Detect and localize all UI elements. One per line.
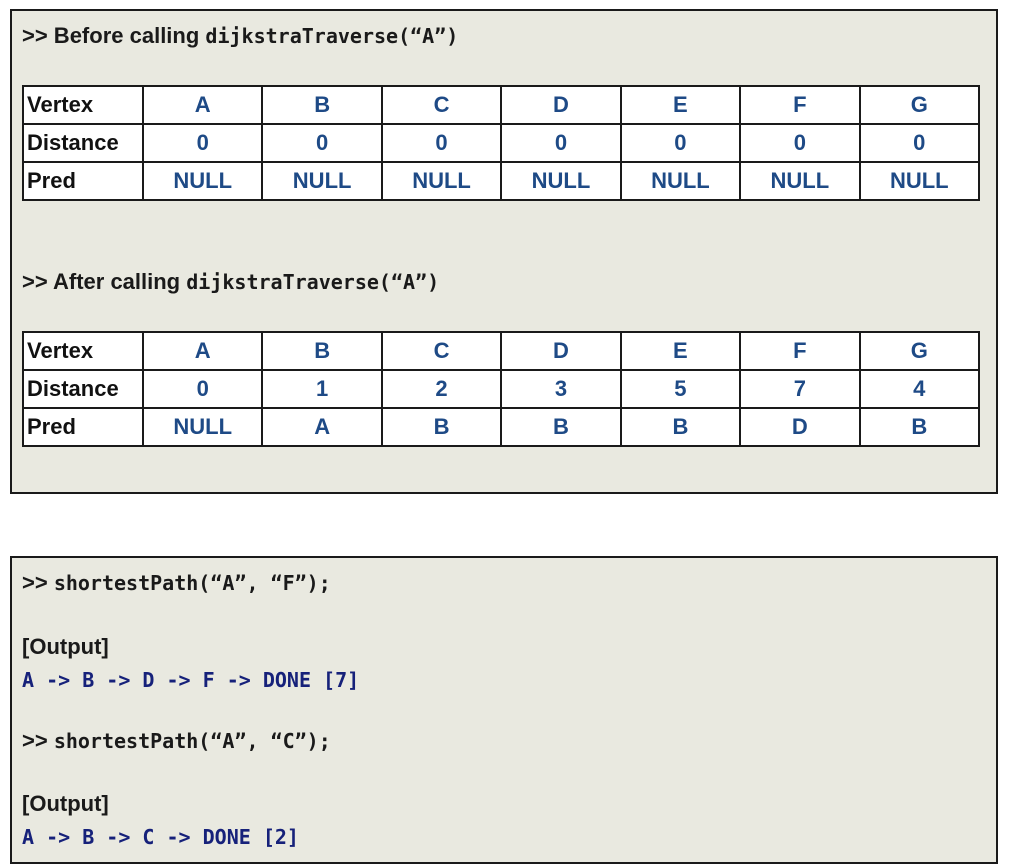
distance-cell: 0 <box>141 123 264 163</box>
pred-cell: B <box>858 407 981 447</box>
call2-line: >> shortestPath(“A”, “C”); <box>22 728 331 754</box>
distance-cell: 5 <box>619 369 742 409</box>
distance-cell: 0 <box>619 123 742 163</box>
vertex-cell: E <box>619 85 742 125</box>
prompt: >> <box>22 728 54 753</box>
row-header: Pred <box>22 161 144 201</box>
vertex-cell: D <box>500 85 622 125</box>
distance-cell: 7 <box>739 369 861 409</box>
distance-cell: 1 <box>261 369 383 409</box>
pred-cell: B <box>500 407 622 447</box>
row-header: Vertex <box>22 331 144 371</box>
vertex-cell: A <box>141 331 264 371</box>
call1-code: shortestPath(“A”, “F”); <box>53 571 331 595</box>
vertex-cell: C <box>380 85 503 125</box>
output-label-2: [Output] <box>22 791 109 816</box>
distance-cell: 3 <box>500 369 622 409</box>
before-call-code: dijkstraTraverse(“A”) <box>205 24 459 48</box>
pred-cell: NULL <box>619 161 742 201</box>
after-table: Vertex A B C D E F G Distance 0 1 2 3 5 … <box>22 331 981 447</box>
distance-cell: 2 <box>380 369 503 409</box>
pred-cell: B <box>380 407 503 447</box>
after-vertex-row: Vertex A B C D E F G <box>22 331 981 371</box>
distance-cell: 0 <box>500 123 622 163</box>
row-header: Pred <box>22 407 144 447</box>
call1-line: >> shortestPath(“A”, “F”); <box>22 570 331 596</box>
pred-cell: NULL <box>500 161 622 201</box>
after-command-line: >> After calling dijkstraTraverse(“A”) <box>22 269 439 295</box>
vertex-cell: A <box>141 85 264 125</box>
pred-cell: A <box>261 407 383 447</box>
before-table: Vertex A B C D E F G Distance 0 0 0 0 0 … <box>22 85 981 201</box>
pred-cell: NULL <box>739 161 861 201</box>
pred-cell: D <box>739 407 861 447</box>
pred-cell: NULL <box>141 407 264 447</box>
after-distance-row: Distance 0 1 2 3 5 7 4 <box>22 369 981 409</box>
row-header: Distance <box>22 369 144 409</box>
output-1: A -> B -> D -> F -> DONE [7] <box>22 668 360 692</box>
distance-cell: 0 <box>141 369 264 409</box>
after-prefix: >> After calling <box>22 269 187 294</box>
before-pred-row: Pred NULL NULL NULL NULL NULL NULL NULL <box>22 161 981 201</box>
vertex-cell: B <box>261 85 383 125</box>
after-pred-row: Pred NULL A B B B D B <box>22 407 981 447</box>
shortest-path-panel: >> shortestPath(“A”, “F”); [Output] A ->… <box>10 556 998 864</box>
before-command-line: >> Before calling dijkstraTraverse(“A”) <box>22 23 458 49</box>
row-header: Distance <box>22 123 144 163</box>
distance-cell: 4 <box>858 369 981 409</box>
pred-cell: NULL <box>141 161 264 201</box>
vertex-cell: B <box>261 331 383 371</box>
vertex-cell: E <box>619 331 742 371</box>
row-header: Vertex <box>22 85 144 125</box>
distance-cell: 0 <box>380 123 503 163</box>
before-vertex-row: Vertex A B C D E F G <box>22 85 981 125</box>
traversal-panel: >> Before calling dijkstraTraverse(“A”) … <box>10 9 998 494</box>
pred-cell: B <box>619 407 742 447</box>
output-2: A -> B -> C -> DONE [2] <box>22 825 299 849</box>
after-call-code: dijkstraTraverse(“A”) <box>186 270 440 294</box>
pred-cell: NULL <box>380 161 503 201</box>
distance-cell: 0 <box>739 123 861 163</box>
before-distance-row: Distance 0 0 0 0 0 0 0 <box>22 123 981 163</box>
output-label-1: [Output] <box>22 634 109 659</box>
pred-cell: NULL <box>858 161 981 201</box>
call2-code: shortestPath(“A”, “C”); <box>53 729 331 753</box>
vertex-cell: G <box>858 85 981 125</box>
distance-cell: 0 <box>261 123 383 163</box>
vertex-cell: F <box>739 331 861 371</box>
vertex-cell: G <box>858 331 981 371</box>
prompt: >> <box>22 570 54 595</box>
distance-cell: 0 <box>858 123 981 163</box>
vertex-cell: C <box>380 331 503 371</box>
pred-cell: NULL <box>261 161 383 201</box>
vertex-cell: D <box>500 331 622 371</box>
vertex-cell: F <box>739 85 861 125</box>
before-prefix: >> Before calling <box>22 23 206 48</box>
